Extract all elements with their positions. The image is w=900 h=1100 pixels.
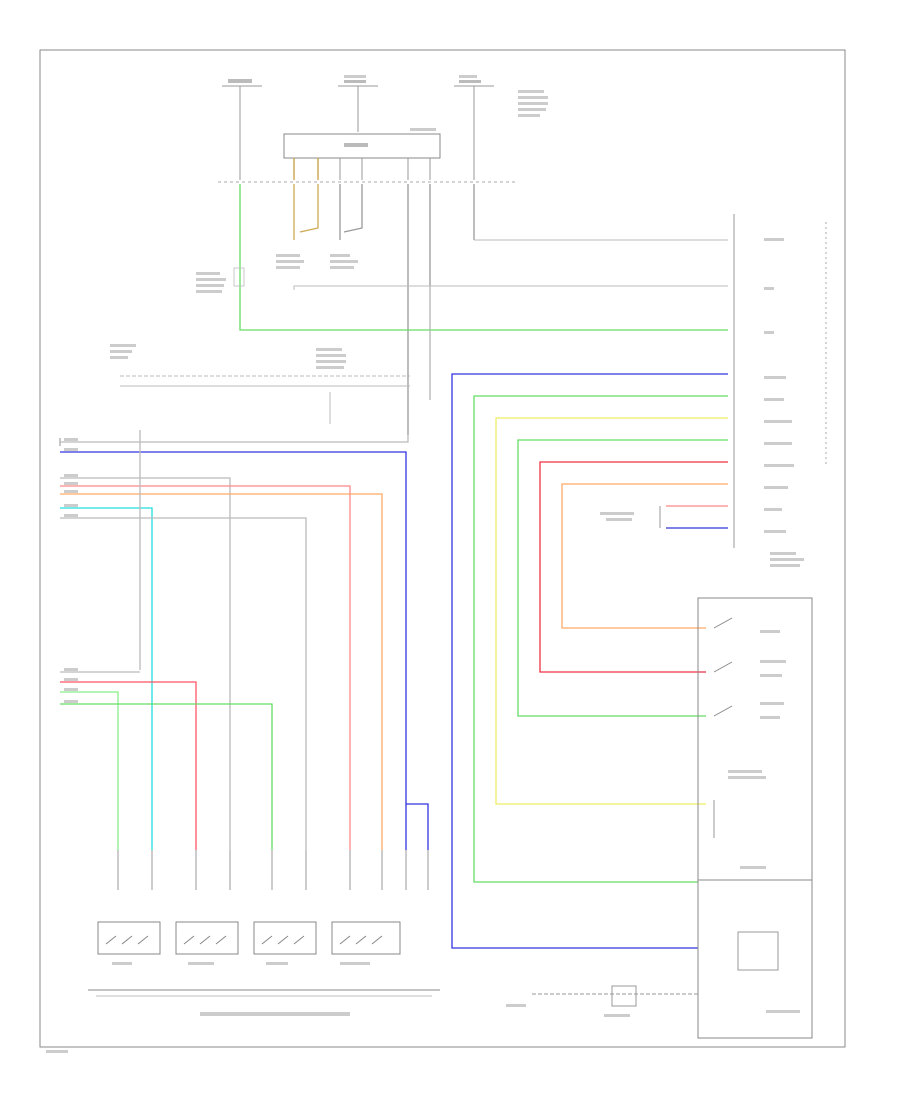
- wire-green-3: [517, 439, 728, 717]
- wires-to-control-unit-top: [293, 239, 728, 400]
- wire-red-b: [60, 485, 351, 850]
- power-sources: [222, 85, 494, 180]
- source-labels: [228, 75, 548, 117]
- wire-gray-c: [60, 477, 231, 850]
- switch-icon: [713, 617, 733, 717]
- wire-green-2: [473, 395, 728, 883]
- wire-green-d: [60, 703, 273, 850]
- wire-yellow: [495, 417, 728, 805]
- fuse-block: [283, 128, 441, 180]
- wire-orange: [561, 483, 728, 629]
- wire-blue: [451, 373, 728, 949]
- wire-green-c: [60, 691, 119, 850]
- left-bundle: [59, 430, 409, 850]
- relay-label-left: [196, 267, 245, 293]
- ground-block: [88, 989, 440, 1016]
- control-unit: [733, 214, 827, 567]
- wire-cyan: [60, 507, 153, 850]
- lower-left-bundle: [60, 671, 273, 850]
- wire-gray-a: [60, 435, 409, 443]
- wire-green-supply: [239, 184, 728, 331]
- wire-red: [539, 461, 728, 673]
- wire-red-c: [60, 681, 197, 850]
- wire-gray-d: [60, 517, 307, 850]
- switch-icon: [175, 921, 239, 955]
- figure-id: [46, 1050, 68, 1053]
- steering-switch-1: [97, 921, 161, 965]
- switch-connector-drops: [117, 850, 429, 890]
- signal-wires-right: [451, 373, 728, 949]
- bottom-supply: [506, 985, 698, 1017]
- sub-connector-label: [600, 506, 661, 528]
- wire-blue-b: [60, 451, 407, 850]
- steering-switch-3: [253, 921, 317, 965]
- wire-orange-b: [60, 493, 383, 850]
- fuse-outputs: [293, 184, 475, 435]
- steering-switch-4: [331, 921, 401, 965]
- steering-switch-2: [175, 921, 239, 965]
- junction-left: [110, 344, 410, 424]
- fuse-output-labels: [276, 254, 358, 269]
- multi-switch-module: [697, 597, 813, 1039]
- switch-icon: [97, 921, 161, 955]
- switch-icon: [331, 921, 401, 955]
- bundle-pin-labels: [64, 438, 78, 703]
- diagram-frame: [39, 49, 846, 1048]
- switch-icon: [253, 921, 317, 955]
- wire-blue-jog: [406, 803, 429, 850]
